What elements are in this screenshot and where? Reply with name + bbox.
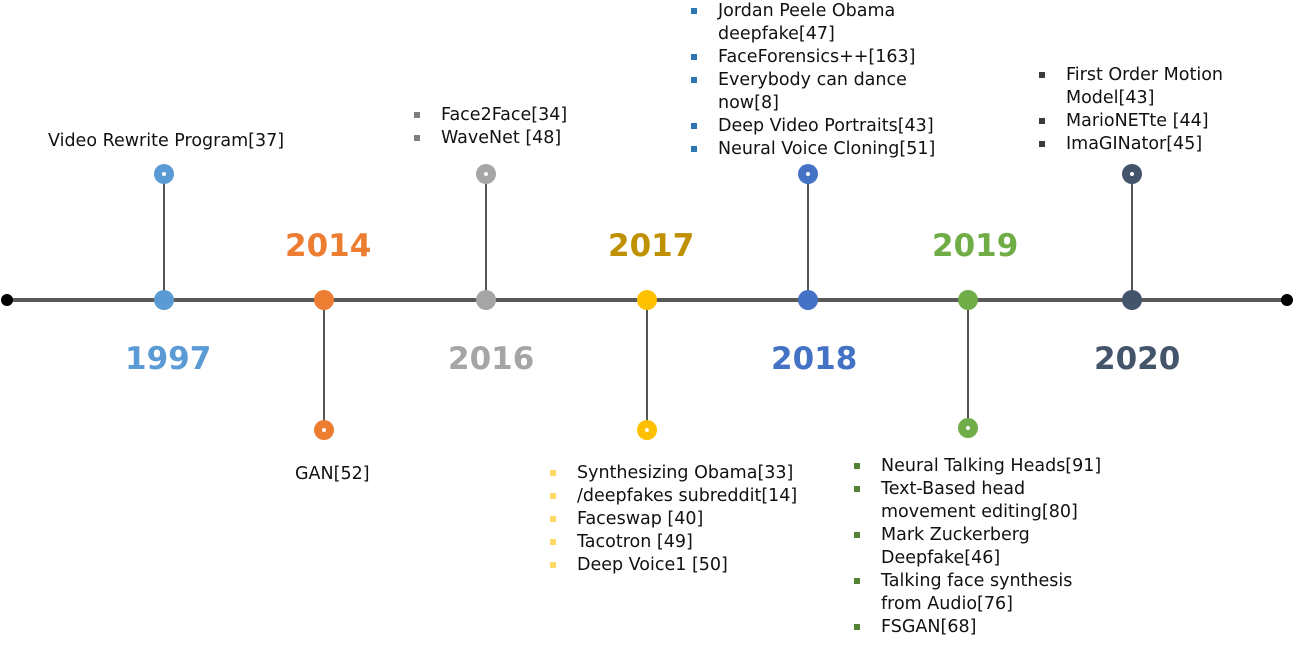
axis-node-2017: [637, 290, 657, 310]
stem-dot-2020: [1122, 164, 1142, 184]
stem-dot-2019: [958, 418, 978, 438]
event-label-2014: GAN[52]: [295, 464, 370, 484]
event-item: Everybody can dance now[8]: [691, 69, 935, 115]
stem-2018: [807, 174, 809, 300]
timeline-left-end: [1, 294, 13, 306]
event-list-2019: Neural Talking Heads[91] Text-Based head…: [854, 455, 1101, 639]
stem-2017: [646, 300, 648, 430]
event-item: Face2Face[34]: [414, 104, 567, 127]
stem-2016: [485, 174, 487, 300]
axis-node-2016: [476, 290, 496, 310]
stem-1997: [163, 174, 165, 300]
event-label-1997: Video Rewrite Program[37]: [48, 131, 285, 151]
axis-node-2018: [798, 290, 818, 310]
event-item: Mark Zuckerberg Deepfake[46]: [854, 524, 1101, 570]
year-label-2014: 2014: [285, 228, 372, 264]
stem-dot-2014: [314, 420, 334, 440]
event-item: WaveNet [48]: [414, 127, 567, 150]
stem-2019: [967, 300, 969, 428]
event-item: Text-Based head movement editing[80]: [854, 478, 1101, 524]
event-item: /deepfakes subreddit[14]: [550, 485, 797, 508]
event-item: Deep Voice1 [50]: [550, 554, 797, 577]
stem-dot-2017: [637, 420, 657, 440]
event-item: Tacotron [49]: [550, 531, 797, 554]
year-label-1997: 1997: [125, 341, 212, 377]
stem-2014: [323, 300, 325, 430]
stem-dot-1997: [154, 164, 174, 184]
year-label-2018: 2018: [771, 341, 858, 377]
event-item: ImaGINator[45]: [1039, 133, 1223, 156]
stem-2020: [1131, 174, 1133, 300]
year-label-2016: 2016: [448, 341, 535, 377]
event-item: FaceForensics++[163]: [691, 46, 935, 69]
stem-dot-2016: [476, 164, 496, 184]
year-label-2020: 2020: [1094, 341, 1181, 377]
event-item: Neural Talking Heads[91]: [854, 455, 1101, 478]
event-item: Neural Voice Cloning[51]: [691, 138, 935, 161]
axis-node-2020: [1122, 290, 1142, 310]
event-item: FSGAN[68]: [854, 616, 1101, 639]
event-item: MarioNETte [44]: [1039, 110, 1223, 133]
event-item: Faceswap [40]: [550, 508, 797, 531]
event-list-2016: Face2Face[34] WaveNet [48]: [414, 104, 567, 150]
event-list-2020: First Order Motion Model[43] MarioNETte …: [1039, 64, 1223, 156]
year-label-2019: 2019: [932, 228, 1019, 264]
event-item: First Order Motion Model[43]: [1039, 64, 1223, 110]
event-item: Jordan Peele Obama deepfake[47]: [691, 0, 935, 46]
event-item: Deep Video Portraits[43]: [691, 115, 935, 138]
event-list-2018: Jordan Peele Obama deepfake[47] FaceFore…: [691, 0, 935, 161]
axis-node-2014: [314, 290, 334, 310]
stem-dot-2018: [798, 164, 818, 184]
year-label-2017: 2017: [608, 228, 695, 264]
axis-node-2019: [958, 290, 978, 310]
timeline-right-end: [1281, 294, 1293, 306]
event-item: Synthesizing Obama[33]: [550, 462, 797, 485]
event-item: Talking face synthesis from Audio[76]: [854, 570, 1101, 616]
event-list-2017: Synthesizing Obama[33] /deepfakes subred…: [550, 462, 797, 577]
axis-node-1997: [154, 290, 174, 310]
